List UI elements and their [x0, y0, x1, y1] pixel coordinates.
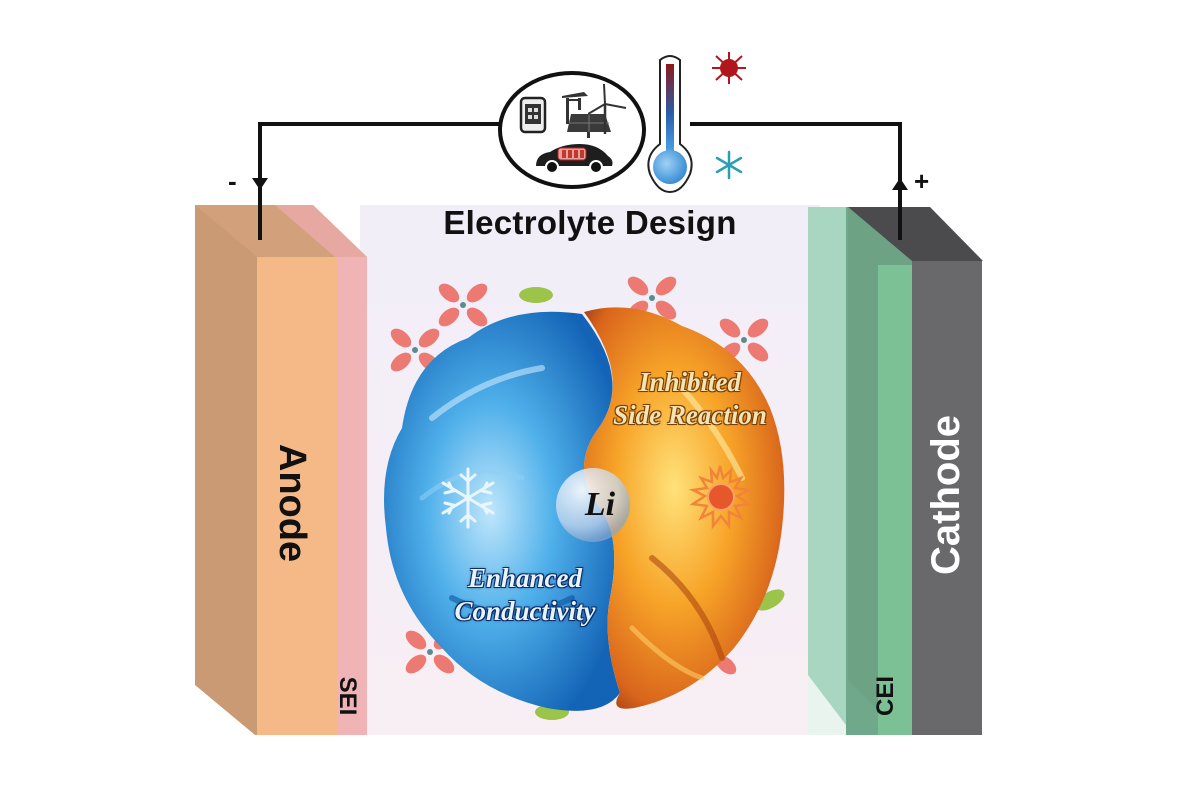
positive-terminal-label: +	[914, 166, 930, 196]
cei-label: CEI	[872, 661, 900, 731]
anode-label: Anode	[271, 413, 314, 593]
sei-label: SEI	[333, 661, 361, 731]
cathode-label-text: Cathode	[923, 415, 968, 575]
diagram-title: Electrolyte Design	[443, 204, 737, 241]
li-ion-label: Li	[584, 486, 616, 523]
hot-sun-icon	[708, 50, 750, 86]
solar-panel-icon	[565, 110, 615, 140]
hot-side-label-line1: Inhibited	[638, 367, 742, 397]
sun-icon	[685, 462, 755, 532]
cold-side-label-line1: Enhanced	[467, 563, 583, 593]
hot-side-label-line2: Side Reaction	[613, 400, 767, 430]
sei-label-text: SEI	[334, 676, 361, 716]
cold-side-label-line2: Conductivity	[454, 596, 596, 626]
anode-label-text: Anode	[271, 443, 314, 563]
phone-icon	[519, 96, 549, 136]
fire-ice-ball	[384, 307, 785, 711]
power-station-icon	[558, 88, 628, 136]
negative-terminal-label: -	[228, 166, 237, 196]
electric-car-icon	[532, 140, 616, 174]
wind-turbine-icon	[588, 84, 628, 136]
cold-side-label: Enhanced Conductivity	[405, 562, 645, 628]
anode-block	[195, 205, 367, 735]
hot-side-label: Inhibited Side Reaction	[560, 366, 820, 432]
cathode-label: Cathode	[924, 395, 968, 595]
li-ion-bubble	[553, 465, 633, 545]
cathode-block	[808, 207, 983, 735]
snowflake-icon	[435, 465, 501, 531]
cei-label-text: CEI	[872, 676, 899, 717]
cold-snowflake-icon	[714, 150, 744, 180]
molecule-decorations	[387, 272, 785, 720]
thermometer-icon	[640, 52, 700, 194]
